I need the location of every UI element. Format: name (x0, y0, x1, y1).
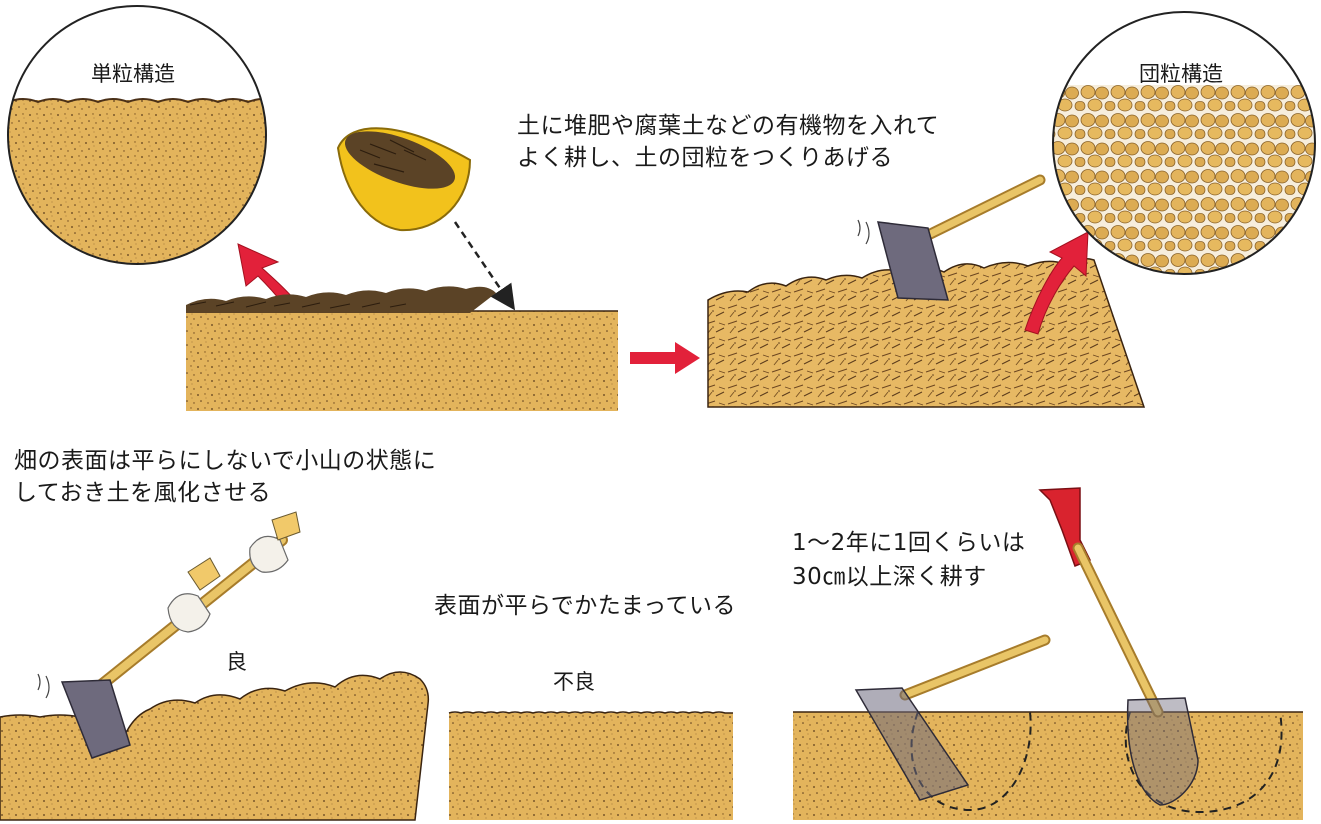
dashed-arrow (453, 221, 516, 311)
hoe-with-hands (37, 511, 301, 759)
bad-label: 不良 (553, 670, 595, 694)
soil-flat (448, 711, 733, 820)
compost-basket (336, 127, 472, 232)
hoe-top (857, 174, 1046, 301)
intro-line-2: よく耕し、土の団粒をつくりあげる (517, 145, 893, 171)
deep-line-1: 1～2年に1回くらいは (792, 530, 1026, 556)
deep-line-2: 30㎝以上深く耕す (792, 564, 987, 590)
ridge-line-2: しておき土を風化させる (14, 480, 272, 506)
single-grain-circle (7, 5, 267, 265)
good-label: 良 (226, 650, 247, 674)
soil-ridged (0, 671, 430, 821)
soil-deep (793, 487, 1303, 820)
soil-block-before (186, 286, 618, 411)
aggregate-circle (1052, 11, 1316, 275)
aggregate-label: 団粒構造 (1139, 62, 1223, 86)
intro-line-1: 土に堆肥や腐葉土などの有機物を入れて (517, 113, 940, 139)
red-arrow-right (630, 342, 700, 374)
flat-note: 表面が平らでかたまっている (434, 593, 737, 619)
single-grain-label: 単粒構造 (91, 62, 175, 86)
ridge-line-1: 畑の表面は平らにしないで小山の状態に (14, 448, 437, 474)
